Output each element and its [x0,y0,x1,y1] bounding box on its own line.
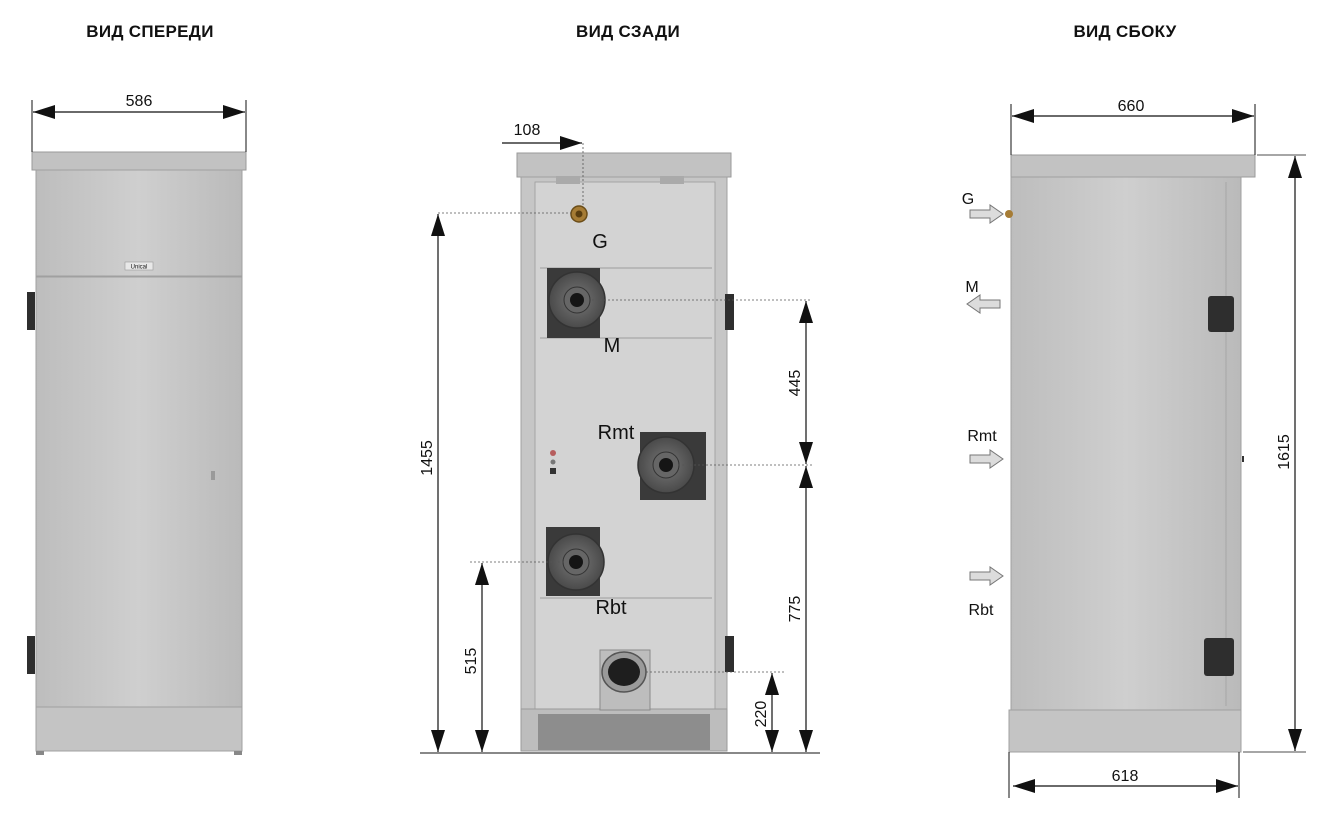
front-cabinet-base [35,706,243,752]
front-view: Unical 586 [27,93,247,755]
rear-offset-label: 108 [514,122,541,139]
side-height-label: 1615 [1276,434,1293,470]
side-cabinet-body [1010,176,1242,711]
side-label-rmt: Rmt [967,428,997,445]
side-flow-arrow [966,294,1001,314]
side-cabinet-top [1010,154,1256,178]
rear-view-title: ВИД СЗАДИ [576,22,680,41]
side-bottom-width-label: 618 [1112,768,1139,785]
rear-hinge-top [725,294,734,330]
front-view-title: ВИД СПЕРЕДИ [86,22,214,41]
rear-label-g: G [592,231,608,253]
flue-height-label: 220 [753,701,770,728]
rear-view: G M Rmt Rbt 108 1455 515 445 775 220 [419,122,820,754]
front-hinge-top [27,292,35,330]
front-cabinet-upper-panel [35,169,243,277]
rear-label-rmt: Rmt [598,422,635,444]
rear-cabinet-top [516,152,732,178]
side-top-width-label: 660 [1118,98,1145,115]
rear-height-label: 1455 [419,440,436,476]
side-view-title: ВИД СБОКУ [1073,22,1177,41]
door-handle [211,471,215,480]
side-label-g: G [962,191,974,208]
rmt-height-label: 775 [787,596,804,623]
front-width-label: 586 [126,93,153,110]
front-hinge-bottom [27,636,35,674]
rear-label-m: M [604,335,621,357]
side-cabinet-base [1008,709,1242,753]
side-hinge-bottom [1204,638,1234,676]
front-logo-plate [124,261,154,271]
side-hinge-top [1208,296,1234,332]
side-label-rbt: Rbt [969,602,994,619]
front-cabinet-door [35,276,243,708]
front-cabinet-top [31,151,247,171]
rear-hinge-bottom [725,636,734,672]
rear-label-rbt: Rbt [595,597,627,619]
front-logo-text: Unical [131,265,148,271]
side-label-m: M [965,279,978,296]
side-return-mid-arrow [969,449,1004,469]
side-view: G M Rmt Rbt 660 1615 618 [962,98,1306,798]
m-rmt-label: 445 [787,370,804,397]
side-return-bottom-arrow [969,566,1004,586]
side-gas-arrow [969,204,1004,224]
rbt-height-label: 515 [463,648,480,675]
